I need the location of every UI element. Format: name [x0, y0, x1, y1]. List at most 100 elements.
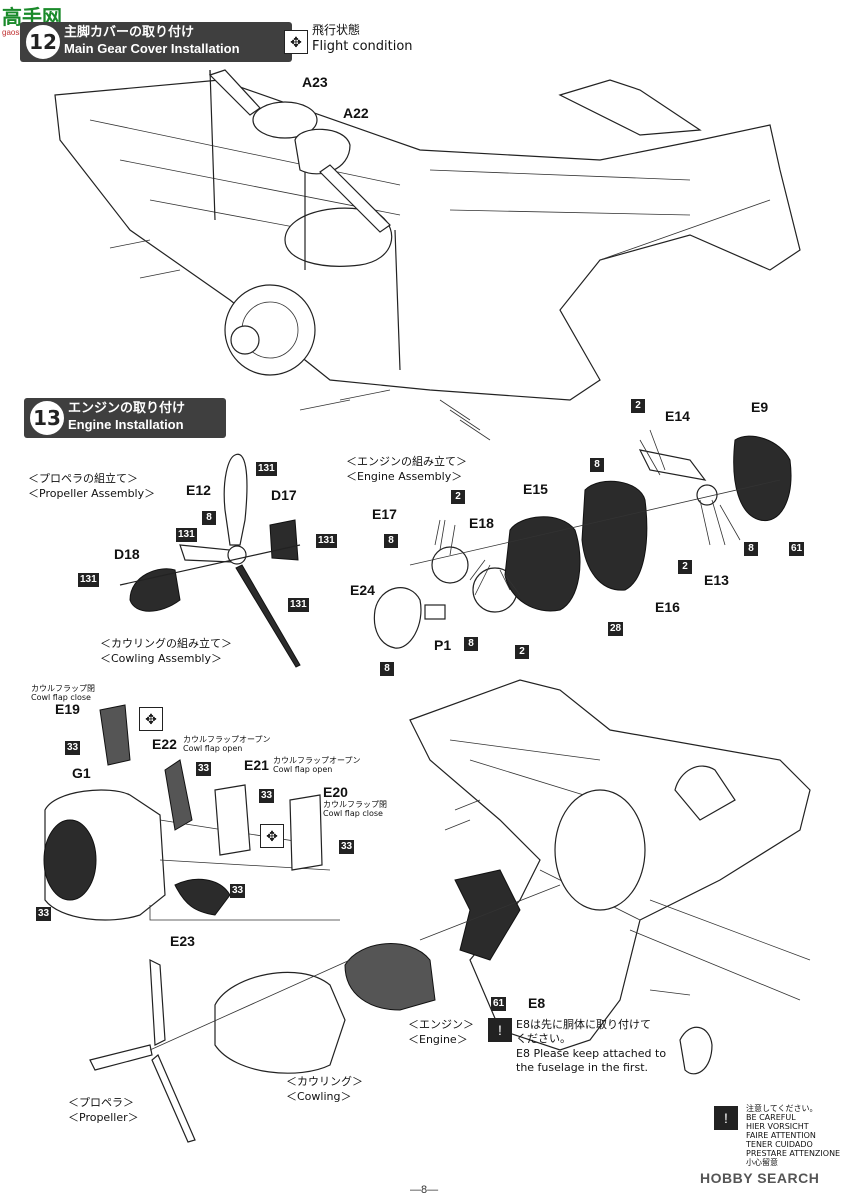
step13-title-jp: エンジンの取り付け [68, 401, 186, 416]
part-e21-label: E21 [244, 757, 269, 773]
paint-code-131: 131 [176, 528, 197, 542]
flight-label-en: Flight condition [312, 39, 413, 54]
engine-assembly-en: ＜Engine Assembly＞ [346, 470, 463, 483]
caution-icon: ! [714, 1106, 738, 1130]
propeller-assembly-jp: ＜プロペラの組立て＞ [28, 472, 138, 485]
paint-code-33: 33 [230, 884, 246, 898]
paint-code-8: 8 [384, 534, 398, 548]
cowling-assembly-drawing [43, 704, 340, 921]
final-assembly-drawing [89, 943, 436, 1143]
part-e24-label: E24 [350, 582, 375, 598]
paint-code-8: 8 [380, 662, 394, 676]
caution-line: TENER CUIDADO [746, 1140, 813, 1149]
propeller-assembly-en: ＜Propeller Assembly＞ [28, 487, 156, 500]
hobby-search-text: HOBBY SEARCH [700, 1170, 820, 1186]
part-d18-label: D18 [114, 546, 140, 562]
paint-code-8: 8 [202, 511, 216, 525]
part-a22-drawing [294, 128, 391, 233]
part-e15-label: E15 [523, 481, 548, 497]
caution-line: 注意してください。 [746, 1104, 818, 1113]
part-e23-label: E23 [170, 933, 195, 949]
paint-code-2: 2 [515, 645, 529, 659]
caution-line: FAIRE ATTENTION [746, 1131, 816, 1140]
caution-line: PRESTARE ATTENZIONE [746, 1149, 841, 1158]
e20-cowl-flap-close-jp: カウルフラップ閉 [323, 800, 387, 809]
paint-code-61: 61 [789, 542, 805, 556]
e20-cowl-flap-close-en: Cowl flap close [323, 809, 383, 818]
hobby-search-logo: HOBBY SEARCH [700, 1170, 819, 1186]
part-e22-label: E22 [152, 736, 177, 752]
e8-note-en-1: E8 Please keep attached to [516, 1047, 667, 1060]
step12-title-en: Main Gear Cover Installation [64, 41, 240, 56]
part-e20-label: E20 [323, 784, 348, 800]
engine-label-jp: ＜エンジン＞ [408, 1018, 474, 1031]
page-number: —8— [410, 1184, 439, 1196]
e8-note-jp-1: E8は先に胴体に取り付けて [516, 1018, 651, 1031]
paint-code-8: 8 [744, 542, 758, 556]
paint-code-131: 131 [288, 598, 309, 612]
paint-code-28: 28 [608, 622, 624, 636]
part-a23-label: A23 [302, 74, 328, 90]
paint-code-61: 61 [491, 997, 507, 1011]
e8-note-jp-2: ください。 [516, 1032, 571, 1045]
paint-code-8: 8 [590, 458, 604, 472]
cowling-assembly-en: ＜Cowling Assembly＞ [100, 652, 222, 665]
part-e14-label: E14 [665, 408, 690, 424]
caution-text: 注意してください。 BE CAREFUL HIER VORSICHT FAIRE… [746, 1104, 840, 1167]
caution-line: HIER VORSICHT [746, 1122, 809, 1131]
paint-code-33: 33 [339, 840, 355, 854]
part-p1-label: P1 [434, 637, 452, 653]
paint-code-131: 131 [78, 573, 99, 587]
step12-banner: 12 主脚カバーの取り付け Main Gear Cover Installati… [20, 22, 292, 62]
engine-assembly-drawing [373, 429, 792, 649]
caution-line: BE CAREFUL [746, 1113, 796, 1122]
step12-aircraft-drawing [54, 69, 801, 441]
step13-banner: 13 エンジンの取り付け Engine Installation [24, 398, 226, 438]
paint-code-33: 33 [36, 907, 52, 921]
step13-number: 13 [28, 399, 66, 437]
e8-note-en-2: the fuselage in the first. [516, 1061, 648, 1074]
engine-assembly-jp: ＜エンジンの組み立て＞ [346, 455, 467, 468]
part-e19-label: E19 [55, 701, 80, 717]
part-e17-label: E17 [372, 506, 397, 522]
step12-title-jp: 主脚カバーの取り付け [64, 25, 195, 40]
paint-code-33: 33 [259, 789, 275, 803]
flight-arrows-icon: ✥ [284, 30, 308, 54]
flight-label-jp: 飛行状態 [312, 23, 361, 37]
step13-title-en: Engine Installation [68, 417, 184, 432]
propeller-assembly-drawing [119, 453, 301, 668]
paint-code-33: 33 [65, 741, 81, 755]
part-g1-label: G1 [72, 765, 91, 781]
step13-aircraft-drawing [409, 679, 811, 1075]
e19-cowl-flap-close-en: Cowl flap close [31, 693, 91, 702]
step12-number: 12 [24, 23, 62, 61]
e22-cowl-flap-open-jp: カウルフラップオープン [183, 735, 271, 744]
part-e9-label: E9 [751, 399, 769, 415]
part-e12-label: E12 [186, 482, 211, 498]
flight-arrows-icon: ✥ [260, 824, 284, 848]
paint-code-2: 2 [451, 490, 465, 504]
caution-line: 小心留意 [746, 1158, 778, 1167]
part-e18-label: E18 [469, 515, 494, 531]
paint-code-33: 33 [196, 762, 212, 776]
engine-label-en: ＜Engine＞ [408, 1033, 468, 1046]
propeller-label-en: ＜Propeller＞ [68, 1111, 139, 1124]
paint-code-131: 131 [316, 534, 337, 548]
cowling-label-jp: ＜カウリング＞ [286, 1075, 363, 1088]
e19-cowl-flap-close-jp: カウルフラップ閉 [31, 684, 95, 693]
paint-code-2: 2 [631, 399, 645, 413]
propeller-label-jp: ＜プロペラ＞ [68, 1096, 134, 1109]
caution-icon: ! [488, 1018, 512, 1042]
paint-code-8: 8 [464, 637, 478, 651]
e21-cowl-flap-open-en: Cowl flap open [273, 765, 333, 774]
flight-arrows-icon: ✥ [139, 707, 163, 731]
paint-code-131: 131 [256, 462, 277, 476]
part-e8-label: E8 [528, 995, 546, 1011]
part-e16-label: E16 [655, 599, 680, 615]
cowling-label-en: ＜Cowling＞ [286, 1090, 352, 1103]
part-a23-drawing [208, 69, 318, 139]
e21-cowl-flap-open-jp: カウルフラップオープン [273, 756, 361, 765]
part-d17-label: D17 [271, 487, 297, 503]
cowling-assembly-jp: ＜カウリングの組み立て＞ [100, 637, 232, 650]
